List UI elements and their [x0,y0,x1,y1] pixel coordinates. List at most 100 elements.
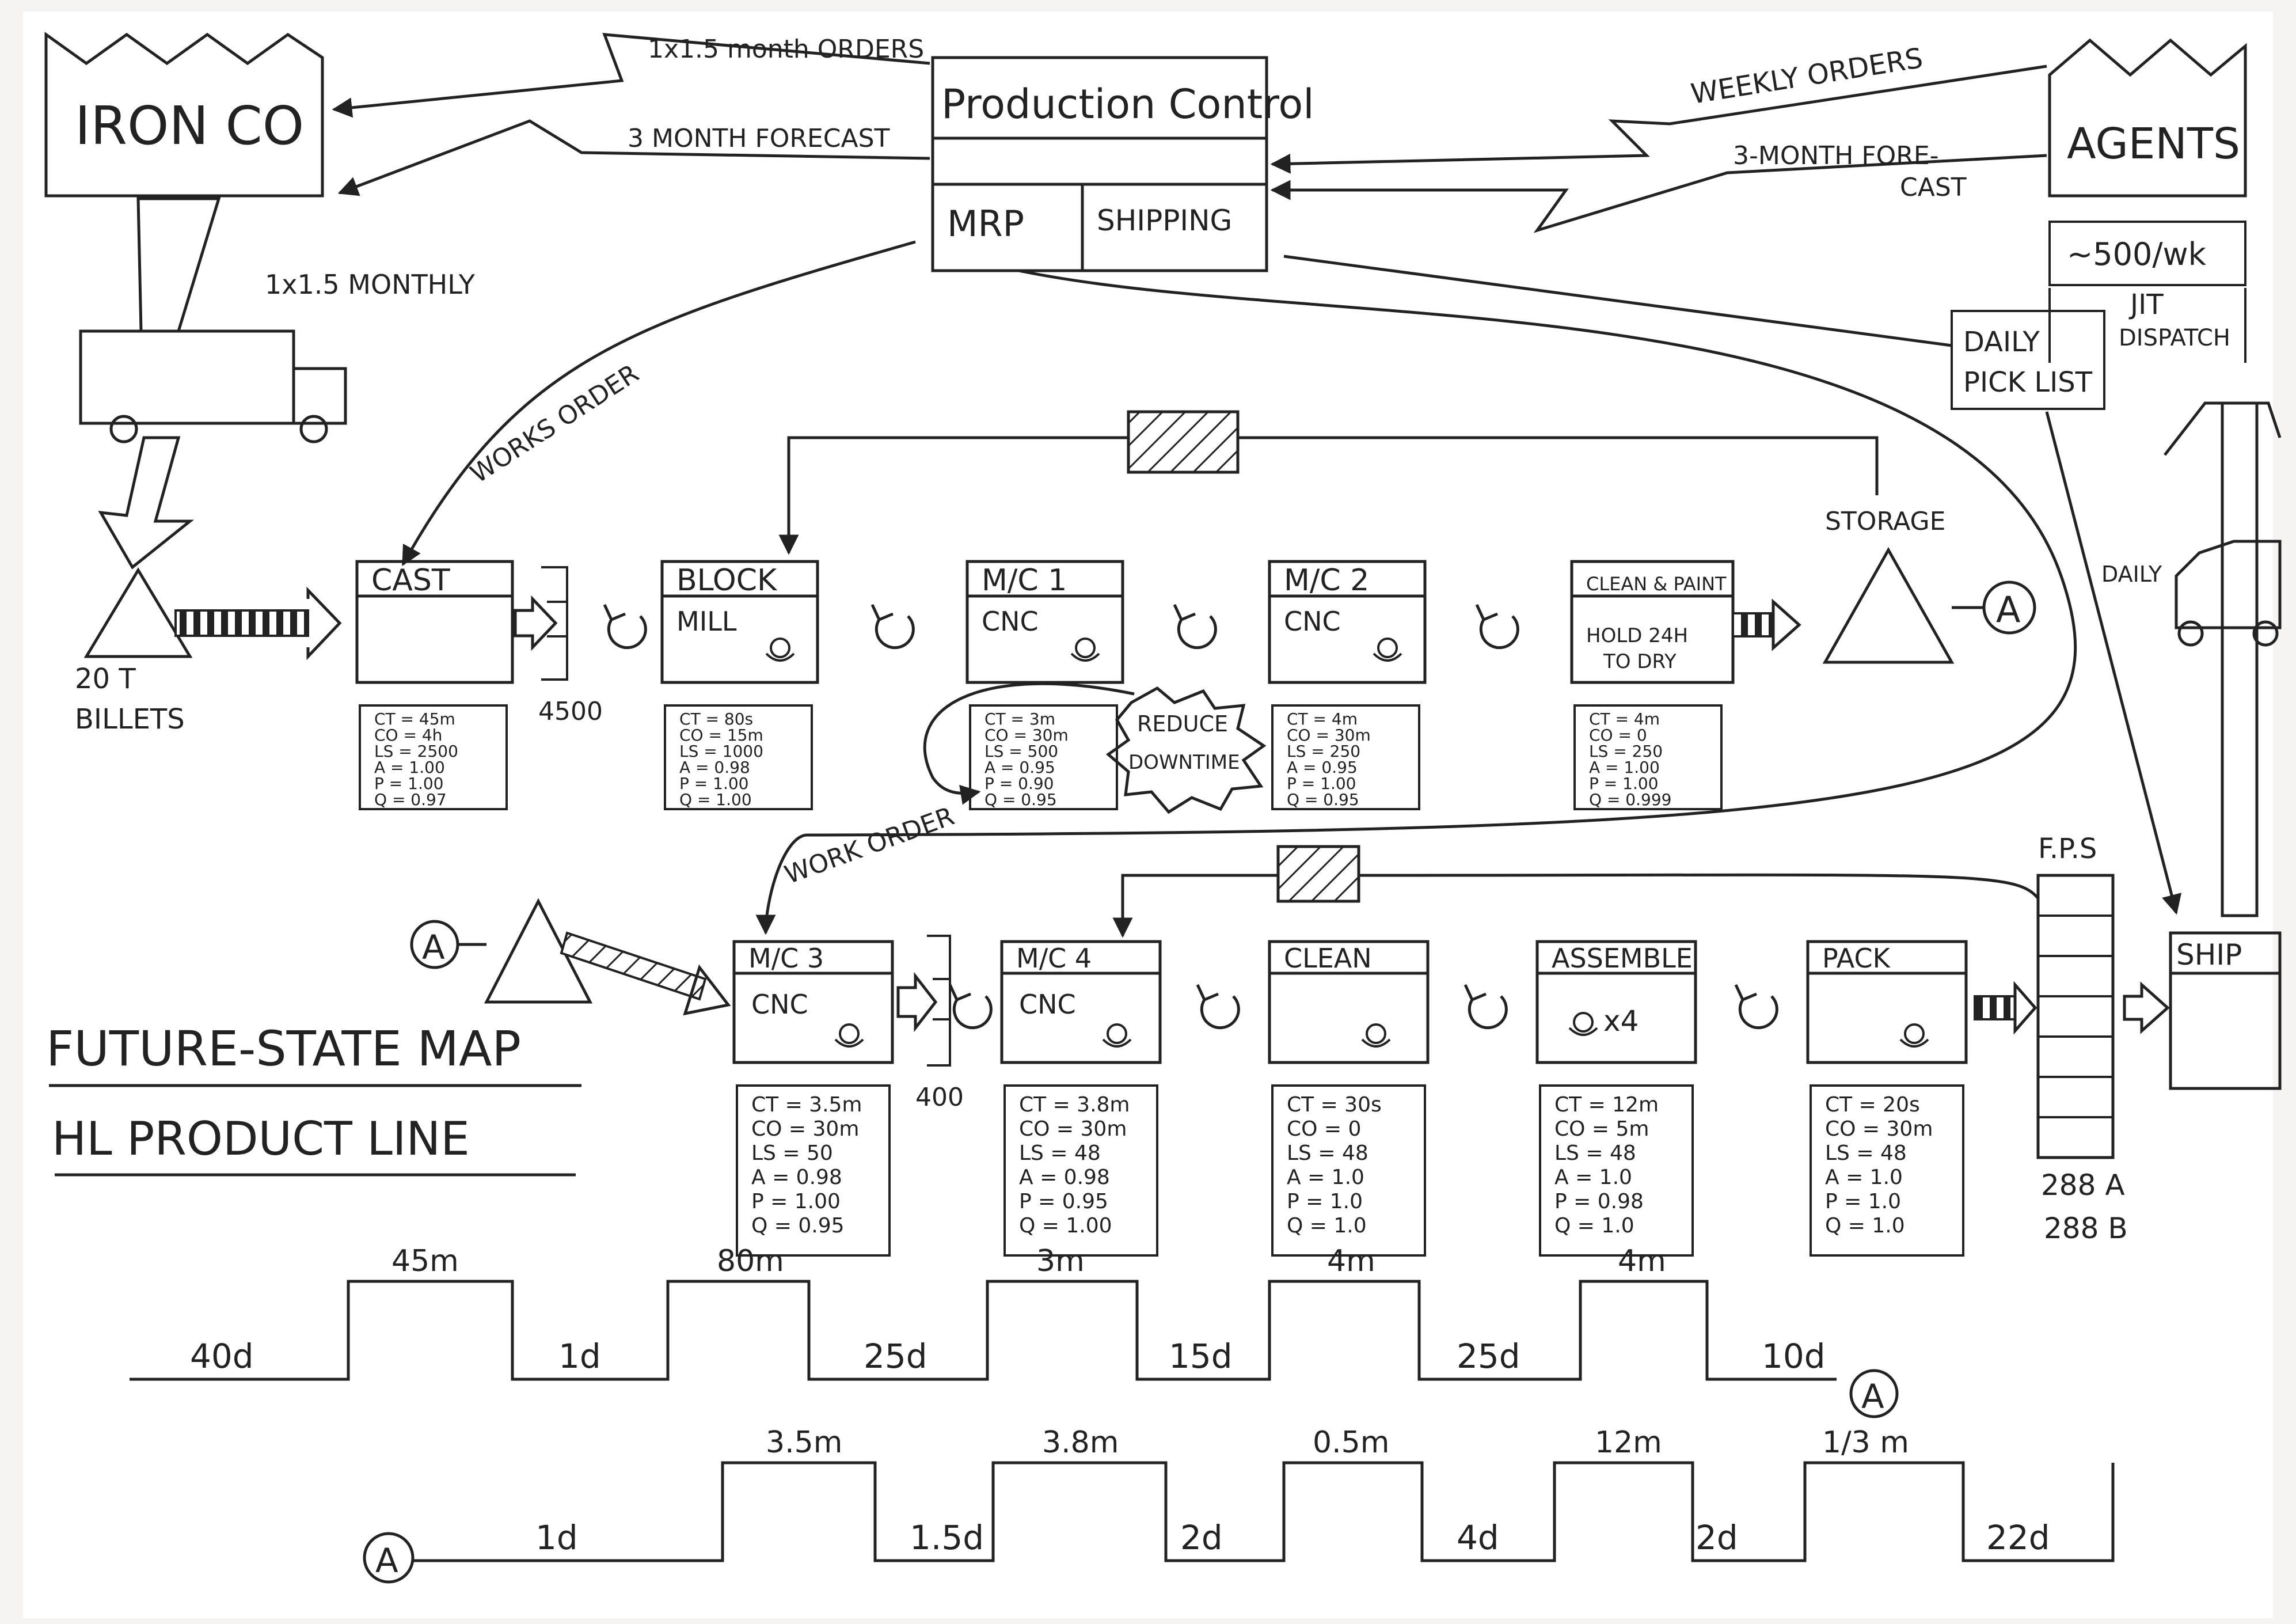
process-subtitle: MILL [676,606,737,637]
data-line: A = 1.0 [1554,1166,1632,1189]
process-title: ASSEMBLE [1552,943,1693,974]
dispatch-line-1: JIT [2128,289,2164,321]
process-time: 80m [717,1244,784,1278]
data-line: P = 0.95 [1019,1190,1108,1213]
wait-time: 25d [1457,1337,1520,1376]
process-title: PACK [1822,943,1891,974]
raw-qty: 20 T [75,663,136,695]
kaizen-line-2: DOWNTIME [1128,751,1240,774]
data-line: CO = 30m [1019,1117,1127,1141]
data-line: LS = 48 [1825,1141,1907,1165]
process-title: M/C 3 [748,943,824,974]
process-subtitle: CNC [982,606,1039,637]
data-line: P = 1.00 [751,1190,841,1213]
wait-time: 1.5d [910,1518,984,1557]
process-time: 3.8m [1042,1425,1119,1460]
forecast-label: 3 MONTH FORECAST [628,124,890,153]
data-line: P = 0.98 [1554,1190,1644,1213]
storage-connector: A [1996,589,2020,631]
storage-label: STORAGE [1825,507,1945,536]
data-line: CO = 0 [1287,1117,1361,1141]
data-line: Q = 0.97 [374,790,447,809]
data-line: LS = 50 [751,1141,833,1165]
process-title: M/C 2 [1284,563,1369,598]
data-line: Q = 0.95 [1287,790,1359,809]
data-line: Q = 1.0 [1554,1214,1634,1238]
data-line: Q = 1.0 [1825,1214,1905,1238]
control-title: Production Control [941,81,1314,128]
fgs-label: F.P.S [2038,833,2097,865]
fgs-qty-b: 288 B [2044,1212,2128,1245]
customer-name: AGENTS [2067,119,2240,169]
control-shipping: SHIPPING [1097,204,1232,237]
wait-time: 40d [190,1337,254,1376]
customer-forecast-label-1: 3-MONTH FORE- [1733,141,1939,170]
control-mrp: MRP [947,203,1024,245]
pick-list-line-1: DAILY [1963,326,2040,358]
data-line: A = 0.98 [1019,1166,1110,1189]
title-line-1: FUTURE-STATE MAP [46,1020,521,1077]
data-line: P = 1.0 [1825,1190,1901,1213]
data-line: CT = 20s [1825,1093,1920,1117]
process-title: CLEAN [1284,943,1372,974]
mc3-buffer-qty: 400 [915,1083,964,1112]
data-line: A = 1.0 [1825,1166,1903,1189]
process-subtitle: HOLD 24H [1586,624,1688,647]
wait-time: 15d [1169,1337,1233,1376]
process-time: 3.5m [766,1425,842,1460]
data-line: Q = 0.95 [751,1214,845,1238]
dispatch-line-2: DISPATCH [2119,325,2230,351]
process-time: 4m [1327,1244,1375,1278]
data-line: P = 1.0 [1287,1190,1363,1213]
wait-time: 4d [1457,1518,1499,1557]
wait-time: 1d [535,1518,578,1557]
data-line: CT = 12m [1554,1093,1659,1117]
wait-time: 2d [1180,1518,1223,1557]
process-time: 45m [391,1244,459,1278]
process-time: 0.5m [1313,1425,1389,1460]
title-line-2: HL PRODUCT LINE [52,1112,470,1166]
data-line: A = 1.0 [1287,1166,1364,1189]
process-title: M/C 4 [1016,943,1092,974]
operator-count: x4 [1603,1004,1639,1038]
process-subtitle: CNC [751,989,808,1020]
data-line: Q = 0.95 [984,790,1057,809]
process-title: CAST [371,563,450,598]
process-title: BLOCK [676,563,778,598]
process-time: 4m [1618,1244,1666,1278]
customer-forecast-label-2: CAST [1900,173,1967,202]
process-time: 12m [1595,1425,1662,1460]
row2-start-connector: A [422,928,445,967]
data-line: CT = 3.8m [1019,1093,1130,1117]
timeline-end-connector: A [1861,1377,1884,1416]
data-line: LS = 48 [1554,1141,1636,1165]
kaizen-line-1: REDUCE [1137,711,1228,737]
daily-ship-label: DAILY [2101,561,2162,587]
supplier-name: IRON CO [75,95,304,157]
wait-time: 2d [1696,1518,1738,1557]
process-title: M/C 1 [982,563,1067,598]
process-subtitle: CNC [1019,989,1076,1020]
data-line: CO = 30m [751,1117,859,1141]
timeline-start-connector: A [375,1541,398,1580]
data-line: Q = 1.00 [1019,1214,1112,1238]
data-line: Q = 1.0 [1287,1214,1367,1238]
wait-time: 1d [558,1337,601,1376]
data-line: Q = 0.999 [1589,790,1671,809]
wait-time: 25d [864,1337,927,1376]
data-line: CT = 30s [1287,1093,1382,1117]
pick-list-line-2: PICK LIST [1963,366,2093,399]
raw-label: BILLETS [75,703,185,735]
data-line: LS = 48 [1287,1141,1369,1165]
data-line: CO = 5m [1554,1117,1649,1141]
fgs-qty-a: 288 A [2041,1168,2125,1202]
customer-demand: ~500/wk [2067,236,2207,272]
process-subtitle: CNC [1284,606,1341,637]
delivery-frequency: 1x1.5 MONTHLY [265,269,476,300]
process-subtitle-2: TO DRY [1603,650,1677,673]
data-line: Q = 1.00 [679,790,752,809]
wait-time: 10d [1762,1337,1826,1376]
data-line: CO = 30m [1825,1117,1933,1141]
data-line: LS = 48 [1019,1141,1101,1165]
